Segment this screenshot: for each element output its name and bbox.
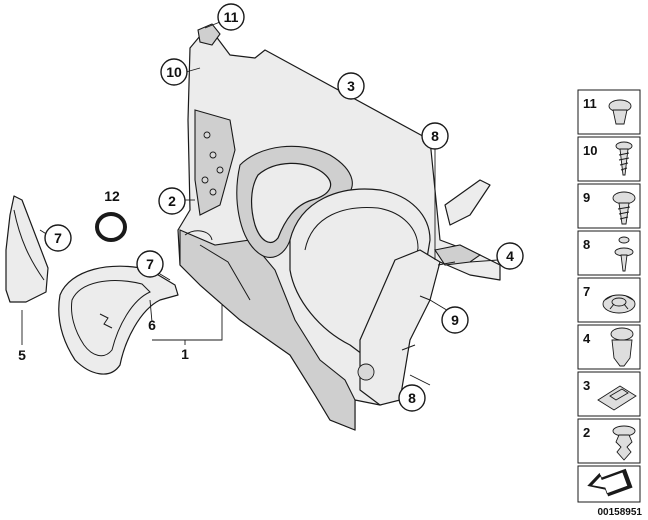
callout-label: 7	[146, 256, 154, 272]
label-1: 1	[181, 346, 189, 362]
navigation-arrow-icon	[587, 468, 633, 497]
legend-item-9[interactable]: 9	[577, 183, 641, 229]
callout-label: 3	[347, 78, 355, 94]
legend-item-2[interactable]: 2	[577, 418, 641, 464]
callout-9[interactable]: 9	[441, 306, 469, 334]
legend-item-10[interactable]: 10	[577, 136, 641, 182]
callout-12: 12	[104, 188, 120, 204]
callout-label: 7	[54, 230, 62, 246]
callout-10[interactable]: 10	[160, 58, 188, 86]
callout-label: 4	[506, 248, 514, 264]
trim-piece-5	[5, 195, 49, 303]
legend-item-4[interactable]: 4	[577, 324, 641, 370]
legend-arrow-box[interactable]	[577, 464, 641, 503]
legend-item-8[interactable]: 8	[577, 230, 641, 276]
fir-tree-clip-icon	[612, 425, 636, 461]
callout-label: 2	[168, 193, 176, 209]
legend-item-11[interactable]: 11	[577, 89, 641, 135]
side-trim-panel	[177, 23, 501, 431]
callout-label: 8	[408, 390, 416, 406]
callout-7-right[interactable]: 7	[136, 250, 164, 278]
legend-item-7[interactable]: 7	[577, 277, 641, 323]
push-clip-icon	[608, 99, 632, 125]
legend-number: 4	[583, 331, 591, 346]
label-6: 6	[148, 317, 156, 333]
legend-item-3[interactable]: 3	[577, 371, 641, 417]
callout-7-left[interactable]: 7	[44, 224, 72, 252]
callout-8-lower[interactable]: 8	[398, 384, 426, 412]
callout-11[interactable]: 11	[217, 3, 245, 31]
legend-number: 7	[583, 284, 590, 299]
callout-8-upper[interactable]: 8	[421, 122, 449, 150]
legend: 11 10 9	[577, 89, 641, 503]
callout-2[interactable]: 2	[158, 187, 186, 215]
washer-screw-icon	[614, 236, 634, 272]
leader-lines	[21, 21, 499, 386]
grommet-icon	[602, 294, 636, 314]
clip-nut-icon	[597, 385, 637, 411]
screw-icon	[615, 141, 633, 176]
speaker-cover-6	[58, 265, 179, 375]
callout-4[interactable]: 4	[496, 242, 524, 270]
reference-number: 00158951	[598, 507, 643, 518]
legend-number: 3	[583, 378, 590, 393]
callout-label: 8	[431, 128, 439, 144]
callout-label: 11	[224, 9, 239, 25]
expanding-rivet-icon	[610, 327, 634, 367]
callout-3[interactable]: 3	[337, 72, 365, 100]
legend-number: 8	[583, 237, 590, 252]
ring-12	[95, 212, 127, 242]
collar-screw-icon	[612, 191, 636, 225]
legend-number: 9	[583, 190, 590, 205]
legend-number: 10	[583, 143, 597, 158]
label-5: 5	[18, 347, 26, 363]
callout-label: 9	[451, 312, 459, 328]
legend-number: 11	[583, 96, 597, 111]
callout-label: 10	[166, 64, 182, 80]
legend-number: 2	[583, 425, 590, 440]
callout-label: 12	[104, 188, 120, 204]
